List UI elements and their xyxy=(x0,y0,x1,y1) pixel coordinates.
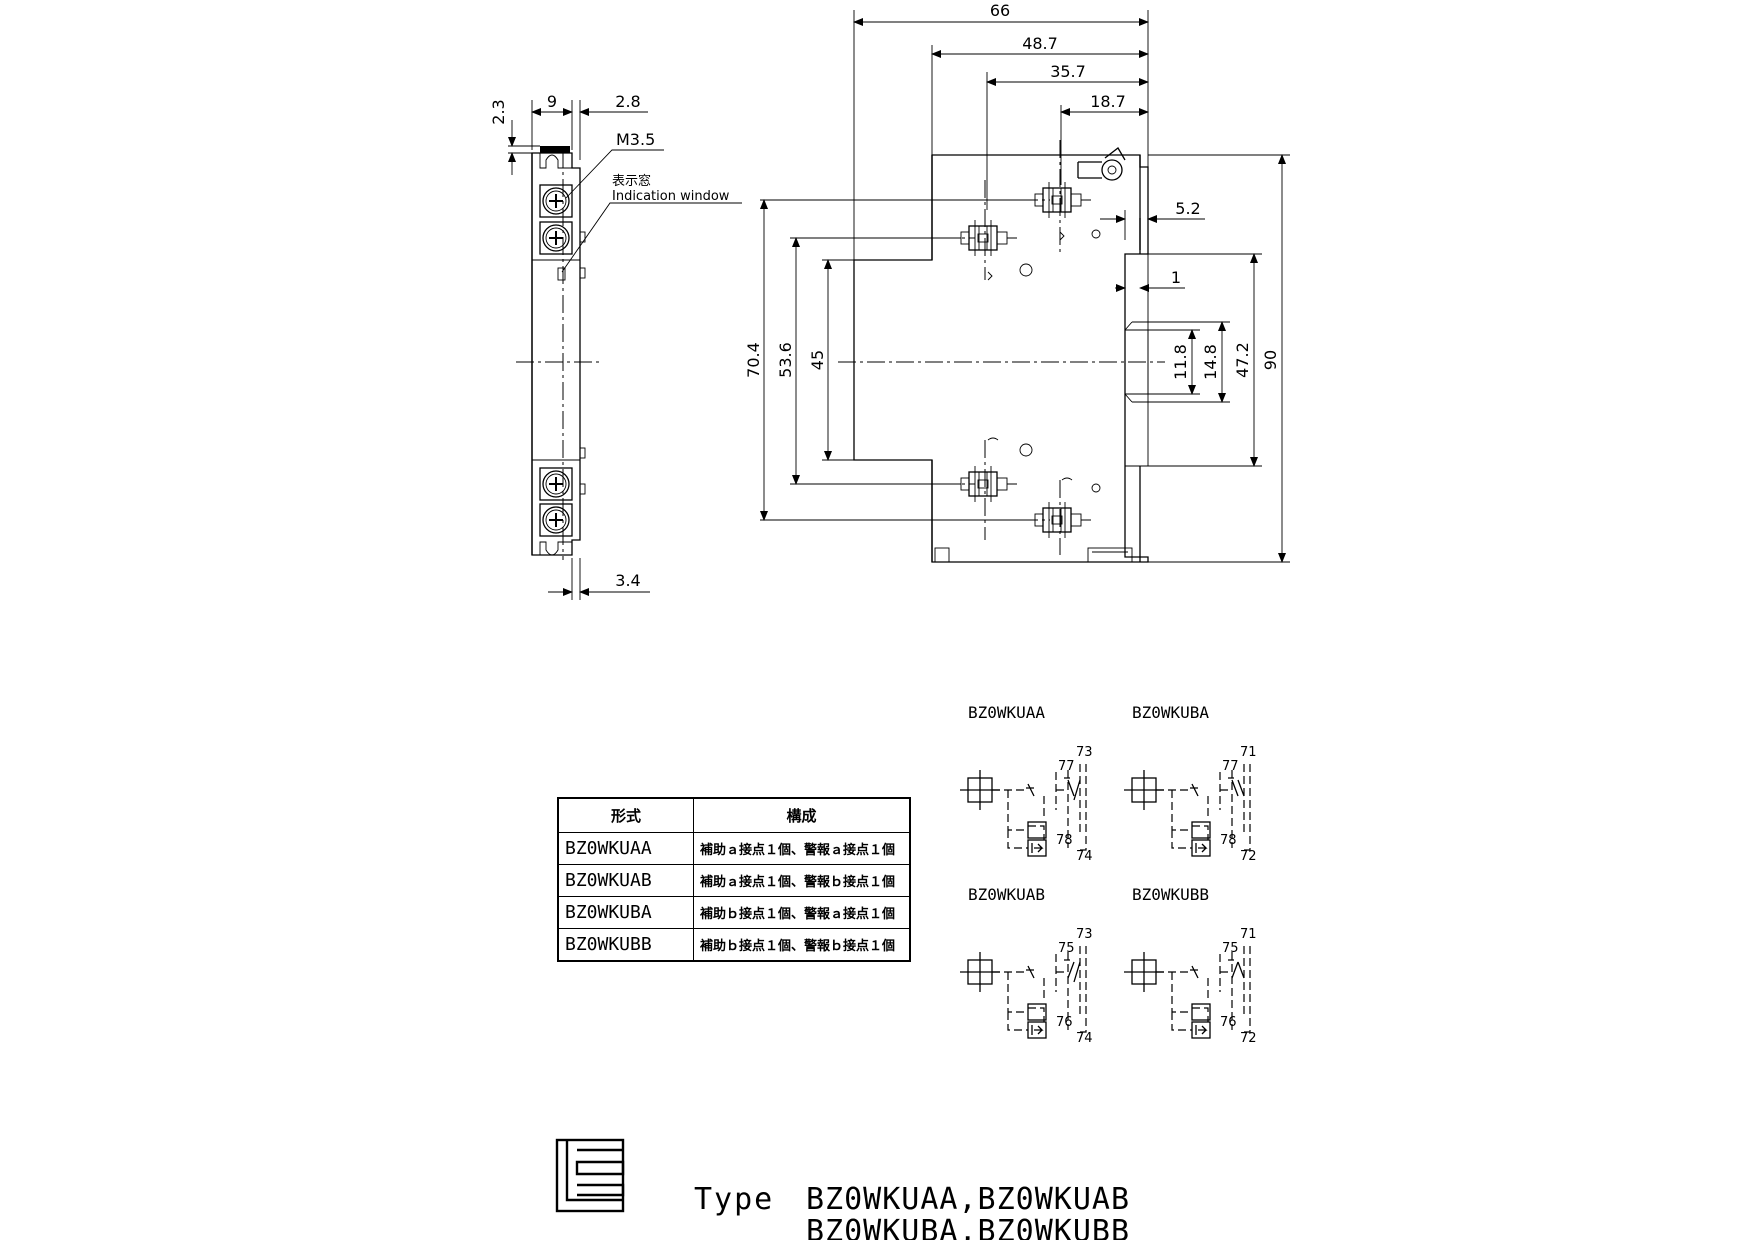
schematic-title: BZ0WKUBB xyxy=(1132,885,1209,904)
schematic-title: BZ0WKUAB xyxy=(968,885,1045,904)
terminal-label: 71 xyxy=(1240,745,1257,760)
dim-18-7: 18.7 xyxy=(1090,92,1126,111)
dim-90: 90 xyxy=(1261,350,1280,370)
table-header-row: 形式 構成 xyxy=(557,797,911,833)
terminal-label: 73 xyxy=(1076,745,1093,760)
schematic-4: BZ0WKUBB 75 71 76 72 xyxy=(1123,885,1257,1046)
terminal-label: 76 xyxy=(1056,1015,1073,1030)
terminal-label: 78 xyxy=(1056,833,1073,848)
terminal-label: 72 xyxy=(1240,849,1257,864)
row-desc: 補助ｂ接点１個、警報ａ接点１個 xyxy=(693,896,911,929)
row-desc: 補助ｂ接点１個、警報ｂ接点１個 xyxy=(693,928,911,962)
dim-5-2: 5.2 xyxy=(1175,199,1200,218)
terminal-label: 75 xyxy=(1222,941,1239,956)
table-row: BZ0WKUBA 補助ｂ接点１個、警報ａ接点１個 xyxy=(557,896,911,929)
dim-9: 9 xyxy=(547,92,557,111)
terminal-label: 78 xyxy=(1220,833,1237,848)
type-models-line-2: BZ0WKUBA,BZ0WKUBB xyxy=(806,1214,1131,1240)
schematic-title: BZ0WKUBA xyxy=(1132,703,1209,722)
dim-2-3: 2.3 xyxy=(489,99,508,124)
schematic-3: BZ0WKUAB 75 73 76 74 xyxy=(959,885,1093,1046)
screw-label: M3.5 xyxy=(616,130,655,149)
terminal-label: 75 xyxy=(1058,941,1075,956)
terminal-label: 76 xyxy=(1220,1015,1237,1030)
header-type: 形式 xyxy=(557,797,694,833)
dim-14-8: 14.8 xyxy=(1201,344,1220,380)
terminal-label: 71 xyxy=(1240,927,1257,942)
table-row: BZ0WKUAA 補助ａ接点１個、警報ａ接点１個 xyxy=(557,832,911,865)
type-label: Type xyxy=(694,1182,775,1217)
terminal-label: 72 xyxy=(1240,1031,1257,1046)
type-models-line-1: BZ0WKUAA,BZ0WKUAB xyxy=(806,1182,1131,1217)
front-view: 66 48.7 35.7 18.7 5.2 1 70.4 53.6 45 11.… xyxy=(744,1,1290,563)
schematic-2: BZ0WKUBA 77 71 78 72 xyxy=(1123,703,1257,864)
terminal-label: 73 xyxy=(1076,927,1093,942)
schematic-title: BZ0WKUAA xyxy=(968,703,1045,722)
table-row: BZ0WKUAB 補助ａ接点１個、警報ｂ接点１個 xyxy=(557,864,911,897)
dim-48-7: 48.7 xyxy=(1022,34,1058,53)
row-type: BZ0WKUBA xyxy=(557,896,694,929)
dim-1: 1 xyxy=(1171,268,1181,287)
terminal-label: 77 xyxy=(1222,759,1239,774)
header-config: 構成 xyxy=(693,797,911,833)
dim-70-4: 70.4 xyxy=(744,342,763,378)
indication-window-label-jp: 表示窓 xyxy=(612,173,651,189)
dim-2-8: 2.8 xyxy=(615,92,640,111)
dim-11-8: 11.8 xyxy=(1171,344,1190,380)
spec-table: 形式 構成 BZ0WKUAA 補助ａ接点１個、警報ａ接点１個 BZ0WKUAB … xyxy=(557,797,911,962)
indication-window-label-en: Indication window xyxy=(612,189,730,204)
terminal-label: 74 xyxy=(1076,1031,1093,1046)
terminal-label: 74 xyxy=(1076,849,1093,864)
dim-3-4: 3.4 xyxy=(615,571,640,590)
terminal-label: 77 xyxy=(1058,759,1075,774)
row-type: BZ0WKUAB xyxy=(557,864,694,897)
row-type: BZ0WKUAA xyxy=(557,832,694,865)
company-logo xyxy=(555,1138,625,1213)
dim-45: 45 xyxy=(808,350,827,370)
dim-35-7: 35.7 xyxy=(1050,62,1086,81)
row-desc: 補助ａ接点１個、警報ｂ接点１個 xyxy=(693,864,911,897)
table-row: BZ0WKUBB 補助ｂ接点１個、警報ｂ接点１個 xyxy=(557,928,911,962)
dim-53-6: 53.6 xyxy=(776,342,795,378)
row-type: BZ0WKUBB xyxy=(557,928,694,962)
dim-66: 66 xyxy=(990,1,1010,20)
schematic-1: BZ0WKUAA 77 73 78 74 xyxy=(959,703,1093,864)
row-desc: 補助ａ接点１個、警報ａ接点１個 xyxy=(693,832,911,865)
side-view: 9 2.8 2.3 3.4 M3.5 表示窓 Indication window xyxy=(489,92,742,600)
dim-47-2: 47.2 xyxy=(1233,342,1252,378)
